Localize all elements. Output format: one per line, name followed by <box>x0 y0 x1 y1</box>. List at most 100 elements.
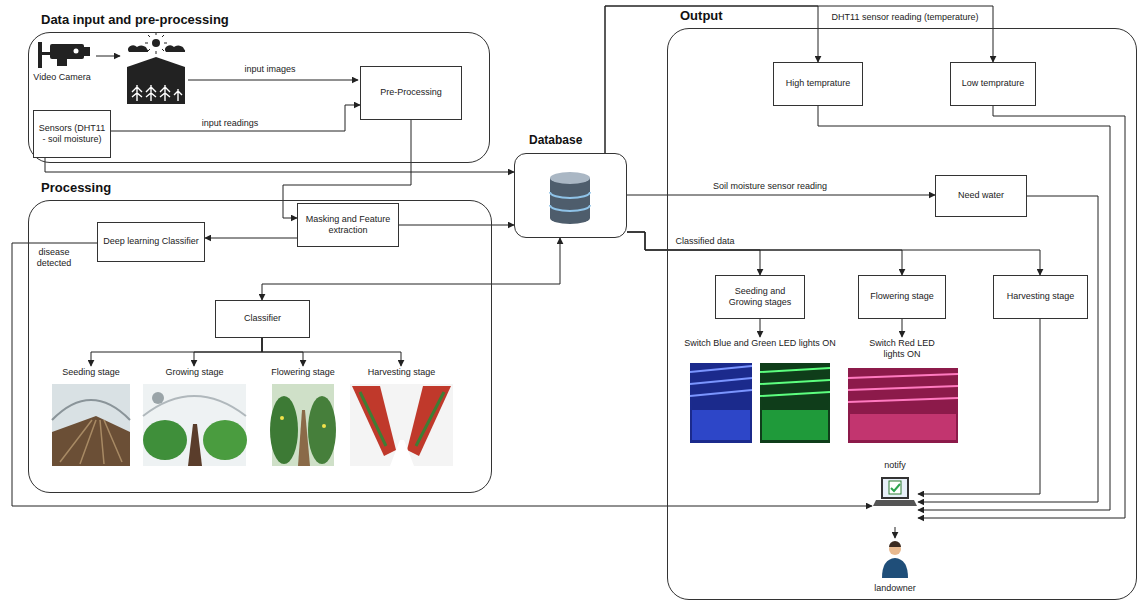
sun-rays <box>145 32 167 54</box>
plants <box>132 85 182 101</box>
sun <box>152 39 160 47</box>
soil-rows <box>60 420 122 464</box>
plant-bed <box>762 410 828 440</box>
growing-photo <box>143 384 247 466</box>
database-box: Database <box>514 153 627 238</box>
path <box>298 410 310 466</box>
stage-box: Harvesting stage <box>993 275 1088 319</box>
caption: Harvesting stage <box>350 367 453 378</box>
photo-ground <box>690 363 752 443</box>
tunnel-arch <box>52 400 130 420</box>
image-arrow <box>188 80 358 81</box>
cylinder-base <box>550 212 590 224</box>
connector <box>627 232 760 275</box>
cloud <box>165 45 185 52</box>
edge-label: Soil moisture sensor reading <box>711 181 829 192</box>
camera-lens <box>84 47 90 56</box>
laptop-icon <box>873 477 917 506</box>
caption: Flowering stage <box>266 367 340 378</box>
caption: Seeding stage <box>52 367 130 378</box>
box-label: Pre-Processing <box>380 87 442 98</box>
person: landowner <box>863 538 927 596</box>
check-box <box>889 481 901 494</box>
group-heading: Processing <box>41 180 111 196</box>
process-box: Masking and Feature extraction <box>297 203 399 247</box>
connector <box>902 319 903 337</box>
stage-photo: Seeding stage <box>52 366 130 468</box>
box-label: Deep learning Classifier <box>103 236 199 247</box>
edge-label: DHT11 sensor reading (temperature) <box>830 12 981 23</box>
person-icon <box>882 541 908 578</box>
connector <box>760 319 761 337</box>
classifier-box: Deep learning Classifier <box>97 222 205 262</box>
box-label: Flowering stage <box>870 291 934 302</box>
connector <box>627 232 1040 275</box>
connector <box>918 106 1125 518</box>
led-bars <box>848 374 958 402</box>
stage-box: Seeding and Growing stages <box>715 275 805 319</box>
free-label: input images <box>242 64 297 75</box>
flower <box>280 416 284 420</box>
group-panel: Sensors (DHT11 - soil moisture) Pre-Proce… <box>28 32 490 163</box>
group-panel: Masking and Feature extractionDeep learn… <box>28 200 492 493</box>
blue-led-photo <box>690 363 752 443</box>
connector-group <box>12 6 1125 538</box>
stems <box>360 392 444 446</box>
connector <box>895 527 896 538</box>
foliage <box>308 396 336 464</box>
edge-label: Classified data <box>673 236 736 247</box>
box-label: Seeding and Growing stages <box>720 286 800 309</box>
photo-ground <box>52 384 130 466</box>
laptop-screen <box>881 477 909 499</box>
stage-box: Flowering stage <box>858 275 946 319</box>
connector <box>262 338 401 366</box>
laptop-base <box>873 500 917 506</box>
connector <box>818 106 1110 510</box>
connector <box>918 196 1098 502</box>
led-action: Switch Blue and Green LED lights ON <box>680 337 840 445</box>
photo-ground <box>848 368 958 443</box>
sensor-box: Sensors (DHT11 - soil moisture) <box>33 110 111 158</box>
camera-arm <box>42 52 51 55</box>
caption: Switch Red LED lights ON <box>862 338 942 361</box>
connector <box>91 338 262 366</box>
person-body <box>882 558 908 578</box>
condition-box: High temprature <box>773 62 863 106</box>
group-heading: Data input and pre-processing <box>41 12 229 28</box>
camera-light <box>74 49 79 54</box>
camera-mount <box>38 42 42 68</box>
condition-box: Low temprature <box>950 62 1036 106</box>
soil <box>52 416 130 466</box>
caption: landowner <box>863 583 927 594</box>
process-box: Pre-Processing <box>360 66 462 120</box>
led-bars <box>760 368 830 396</box>
red-led-photo <box>848 368 958 443</box>
harvesting-photo <box>350 384 453 466</box>
led-bars <box>690 366 752 396</box>
store-heading: Database <box>529 133 582 148</box>
box-label: High temprature <box>786 78 851 89</box>
check-mark <box>891 484 900 491</box>
camera-foot <box>57 59 67 66</box>
connector <box>627 232 902 275</box>
cylinder-top <box>550 172 590 184</box>
flower <box>322 424 326 428</box>
box-label: Masking and Feature extraction <box>302 214 394 237</box>
camera-arrow <box>96 56 120 57</box>
condition-box: Need water <box>935 175 1027 217</box>
video-camera-icon <box>38 42 90 68</box>
edge-label: input readings <box>200 118 261 129</box>
connector <box>918 319 1040 494</box>
connector <box>194 338 262 366</box>
box-label: Harvesting stage <box>1007 291 1075 302</box>
free-label: Video Camera <box>31 72 92 83</box>
caption: notify <box>872 460 918 471</box>
screen-face <box>883 479 907 497</box>
connector <box>627 195 935 196</box>
group-heading: Output <box>680 8 723 24</box>
plant-bed <box>850 414 956 440</box>
connector <box>45 158 514 172</box>
led-action: Switch Red LED lights ON <box>845 337 959 445</box>
